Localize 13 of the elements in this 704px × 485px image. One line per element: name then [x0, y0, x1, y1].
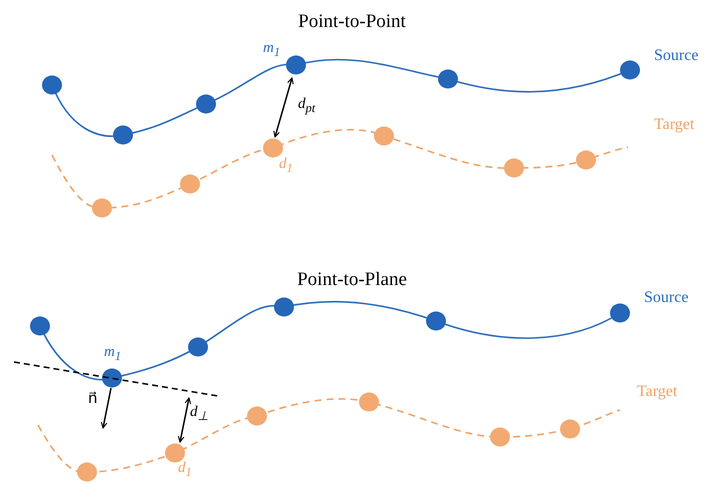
point-label: d$_{1}$ [279, 156, 293, 176]
vector-label: n⃗ [88, 390, 98, 406]
point-label: m$_{1}$ [263, 40, 280, 60]
curve-label: Source [654, 47, 698, 65]
point-label: d$_{1}$ [178, 460, 192, 480]
distance-label: d$_{⊥}$ [190, 404, 208, 424]
curve-label: Target [637, 383, 678, 401]
point-label: m$_{1}$ [104, 344, 122, 364]
curve-label: Source [644, 289, 688, 307]
curve-label: Target [654, 116, 694, 134]
panel-title: Point-to-Point [298, 12, 406, 33]
panel-title: Point-to-Plane [297, 270, 407, 291]
distance-label: d$_{pt}$ [298, 96, 316, 116]
